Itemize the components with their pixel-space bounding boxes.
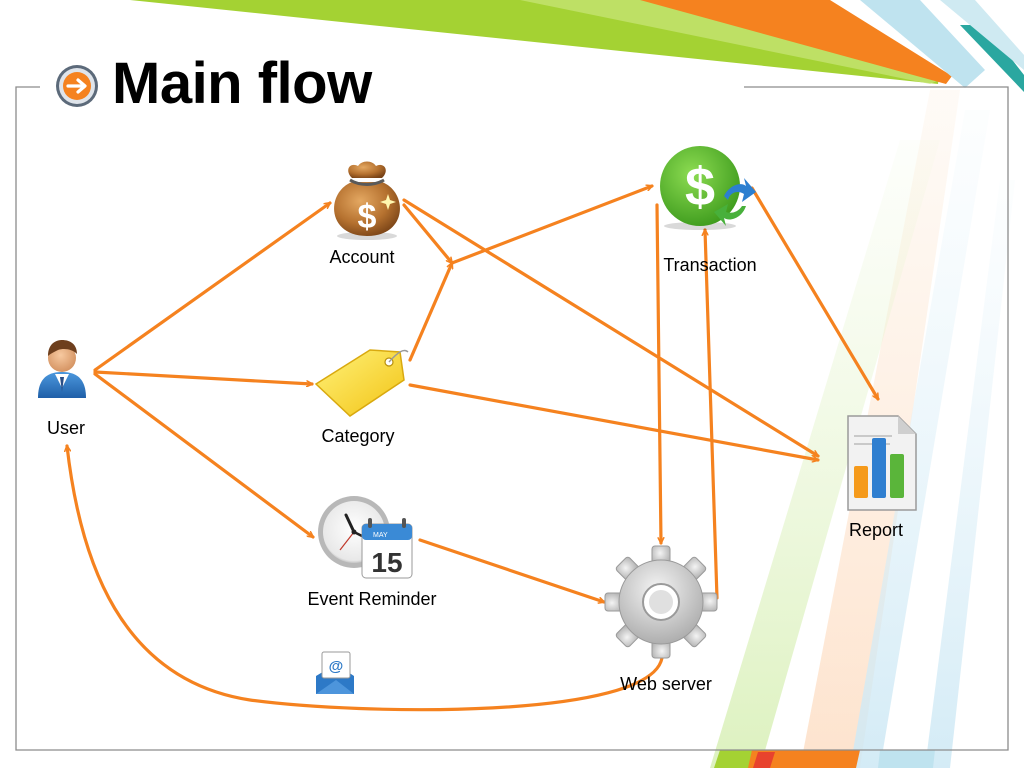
- money-bag-icon: $: [334, 161, 400, 240]
- node-label-report: Report: [848, 520, 904, 540]
- top-green-light-stripe: [520, 0, 944, 84]
- edge-junction-transaction: [450, 184, 654, 265]
- node-label-account: Account: [329, 247, 395, 267]
- dollar-exchange-icon: $: [660, 146, 756, 230]
- top-blue-stripe: [860, 0, 985, 88]
- edge-category-junction: [408, 261, 454, 362]
- edge-webserver-transaction: [705, 228, 719, 600]
- edge-user-event-reminder: [93, 372, 315, 539]
- node-label-event-reminder: Event Reminder: [307, 589, 437, 609]
- price-tag-icon: [314, 349, 409, 417]
- svg-text:$: $: [685, 157, 715, 217]
- bottom-orange-stripe: [748, 750, 860, 768]
- node-label-web-server: Web server: [620, 674, 712, 694]
- gear-icon: [604, 545, 718, 659]
- top-teal-light-stripe: [940, 0, 1024, 70]
- node-label-transaction: Transaction: [663, 255, 757, 275]
- bottom-red-stripe: [753, 752, 775, 768]
- right-fade-stripe-2: [850, 110, 990, 768]
- edge-transaction-report: [750, 186, 880, 401]
- clock-calendar-icon: MAY 15: [318, 496, 413, 579]
- edge-account-junction: [402, 203, 454, 265]
- bottom-blue-stripe: [878, 750, 935, 768]
- right-fade-stripe-3: [710, 140, 940, 768]
- arrow-right-circle-icon: [56, 65, 98, 107]
- edge-user-category: [93, 370, 314, 384]
- calendar-day: 15: [371, 547, 402, 578]
- edge-webserver-user: [67, 444, 664, 712]
- top-orange-stripe: [640, 0, 952, 84]
- page-title: Main flow: [112, 51, 372, 116]
- email-icon: @: [316, 651, 354, 694]
- edge-user-account: [93, 201, 332, 372]
- node-label-user: User: [46, 418, 86, 438]
- top-teal-stripe: [960, 25, 1024, 92]
- user-icon: [38, 340, 86, 398]
- node-label-category: Category: [321, 426, 395, 446]
- edge-category-report: [408, 383, 820, 460]
- svg-text:$: $: [358, 198, 377, 236]
- edge-event-webserver: [418, 538, 606, 602]
- edge-account-report: [402, 198, 820, 458]
- right-fade-stripe-4: [925, 180, 1015, 768]
- bottom-green-stripe: [714, 750, 760, 768]
- slide-frame: [15, 86, 1009, 751]
- calendar-month: MAY: [373, 532, 388, 539]
- bar-chart-document-icon: [847, 415, 917, 511]
- edge-transaction-webserver: [655, 203, 661, 545]
- svg-text:@: @: [329, 658, 344, 675]
